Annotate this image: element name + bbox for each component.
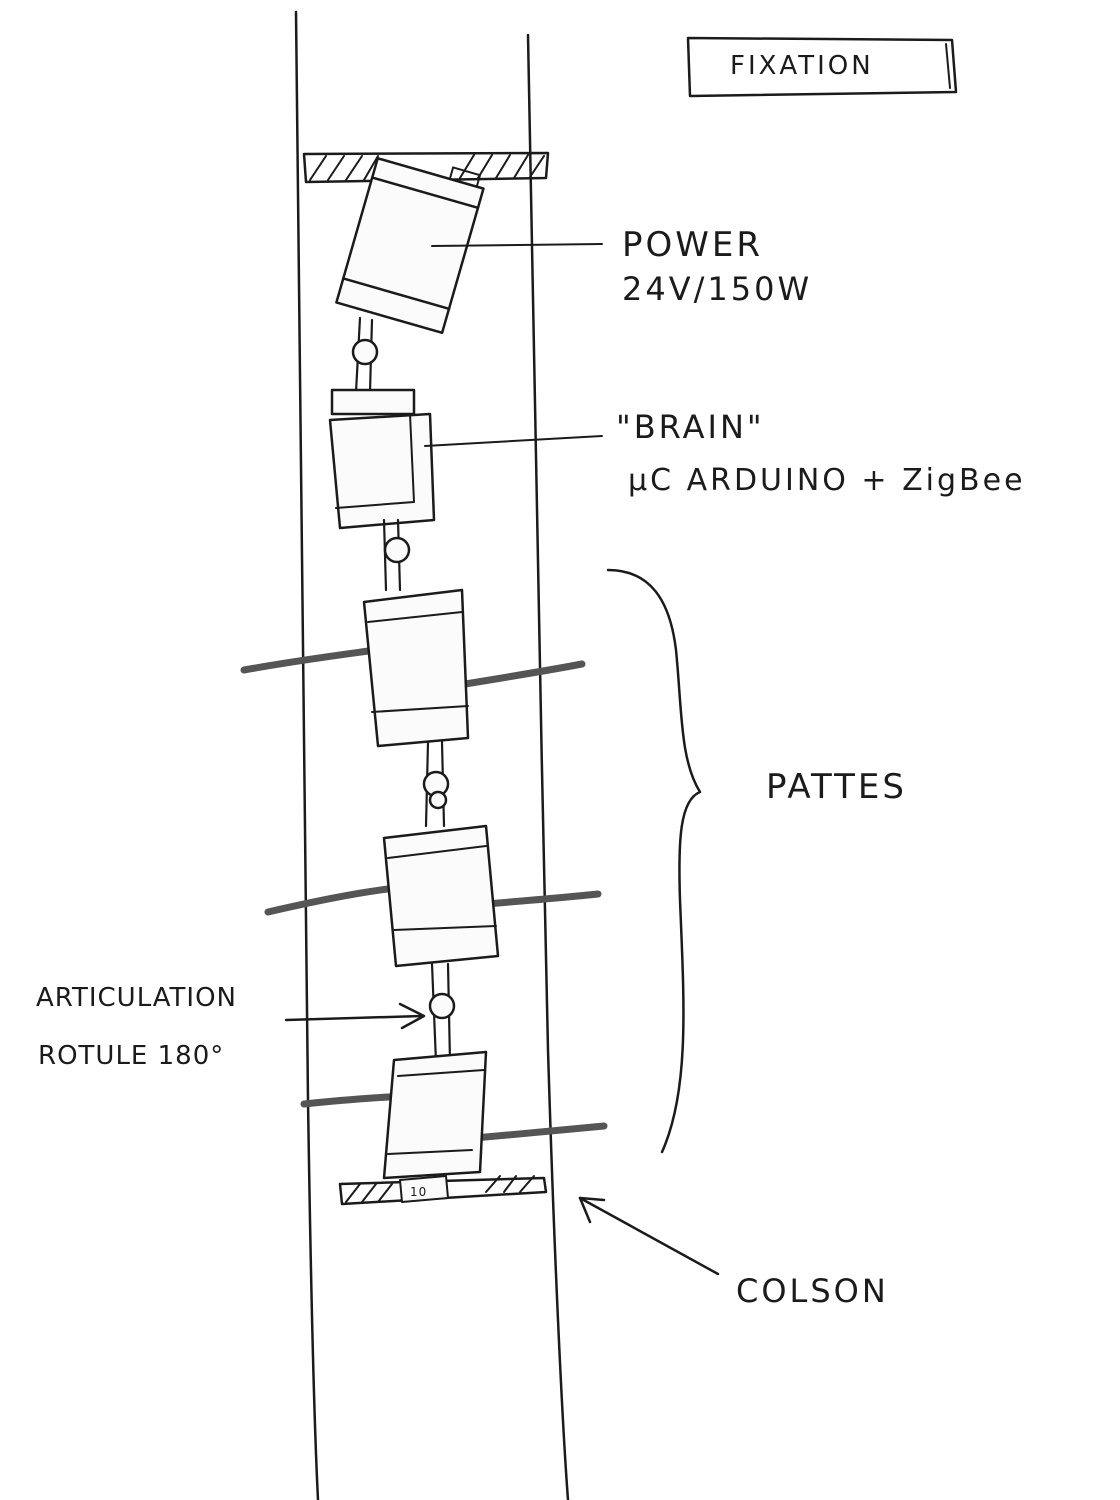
colson-arrow <box>578 1196 720 1276</box>
articulation-label-line1: ARTICULATION <box>36 983 237 1013</box>
brain-module <box>328 388 436 530</box>
leg-module-2 <box>264 824 602 968</box>
joint-power-brain <box>351 316 379 394</box>
articulation-label-line2: ROTULE 180° <box>38 1041 224 1071</box>
joint-brain-leg1 <box>382 518 411 592</box>
leg-module-1 <box>240 588 586 748</box>
brain-leader-line <box>424 435 603 447</box>
leg-module-3 <box>300 1050 608 1180</box>
colson-label: COLSON <box>736 1272 889 1310</box>
joint-leg2-leg3 <box>428 962 456 1064</box>
power-module <box>335 157 485 335</box>
joint-leg1-leg2 <box>422 740 450 828</box>
bottom-clamp: 10 <box>338 1175 548 1206</box>
brain-title: "BRAIN" <box>616 408 765 446</box>
brain-spec: μC ARDUINO + ZigBee <box>628 463 1026 498</box>
power-title: POWER <box>622 225 763 265</box>
power-leader-line <box>431 243 603 247</box>
clamp-tag-number: 10 <box>410 1185 427 1199</box>
articulation-arrow <box>284 1002 426 1030</box>
fixation-label: FIXATION <box>730 51 874 81</box>
pole <box>294 10 570 1500</box>
fixation-label-box: FIXATION <box>686 36 958 98</box>
top-clamp <box>302 151 550 184</box>
power-spec: 24V/150W <box>622 270 812 308</box>
pattes-brace <box>606 568 702 1154</box>
pattes-label: PATTES <box>766 767 907 807</box>
